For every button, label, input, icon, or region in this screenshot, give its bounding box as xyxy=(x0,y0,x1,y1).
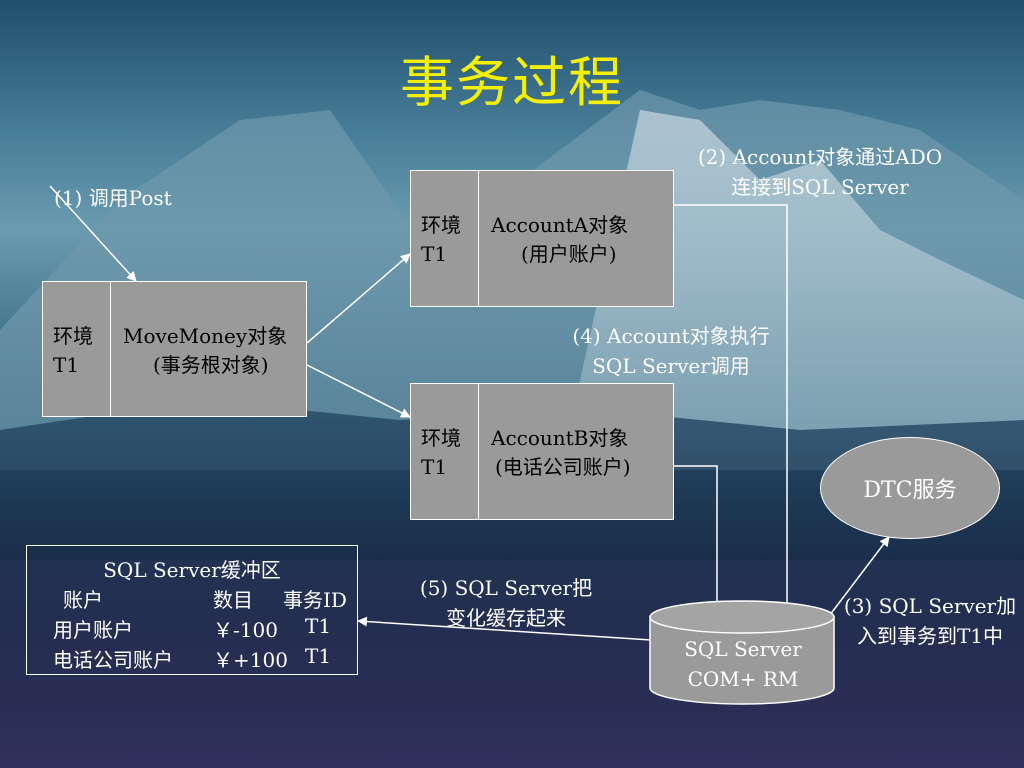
accountA-object-box: 环境 T1 AccountA对象 (用户账户) xyxy=(410,170,674,307)
buffer-row1-amount: ￥-100 xyxy=(213,618,278,642)
dtc-service-node: DTC服务 xyxy=(820,437,1000,539)
object-name: AccountB对象 xyxy=(491,426,629,450)
buffer-header-account: 账户 xyxy=(63,588,103,612)
sql-server-buffer: SQL Server缓冲区 账户 数目 事务ID 用户账户 ￥-100 T1 电… xyxy=(26,545,358,675)
buffer-row2-txid: T1 xyxy=(305,644,332,668)
object-role: (事务根对象) xyxy=(153,353,269,377)
context-id: T1 xyxy=(421,455,448,479)
dtc-label: DTC服务 xyxy=(863,478,957,503)
buffer-row2-account: 电话公司账户 xyxy=(53,648,173,672)
step4-label-line1: (4) Account对象执行 xyxy=(572,324,770,348)
buffer-row1-account: 用户账户 xyxy=(53,618,133,642)
step1-label: (1) 调用Post xyxy=(54,186,172,210)
sql-server-rm-label: SQL Server COM+ RM xyxy=(652,634,834,694)
context-label: 环境 xyxy=(421,213,461,237)
step5-label-line1: (5) SQL Server把 xyxy=(419,576,593,600)
buffer-header-txid: 事务ID xyxy=(283,588,347,612)
object-name: MoveMoney对象 xyxy=(123,324,288,348)
context-divider xyxy=(478,171,479,306)
buffer-row2-amount: ￥+100 xyxy=(213,648,288,672)
context-id: T1 xyxy=(421,242,448,266)
context-id: T1 xyxy=(53,353,80,377)
step3-label-line2: 入到事务到T1中 xyxy=(856,624,1004,648)
step3-label-line1: (3) SQL Server加 xyxy=(843,594,1017,618)
page-title: 事务过程 xyxy=(400,51,624,114)
step2-label-line1: (2) Account对象通过ADO xyxy=(697,145,943,169)
movemoney-object-box: 环境 T1 MoveMoney对象 (事务根对象) xyxy=(42,281,307,417)
db-line1: SQL Server xyxy=(684,637,802,661)
buffer-title: SQL Server缓冲区 xyxy=(103,558,281,582)
step5-label-line2: 变化缓存起来 xyxy=(446,606,566,630)
accountB-object-box: 环境 T1 AccountB对象 (电话公司账户) xyxy=(410,383,674,520)
context-label: 环境 xyxy=(421,426,461,450)
step2-label-line2: 连接到SQL Server xyxy=(731,175,909,199)
buffer-header-amount: 数目 xyxy=(213,588,253,612)
step4-label-line2: SQL Server调用 xyxy=(592,354,750,378)
object-role: (电话公司账户) xyxy=(495,455,631,479)
object-role: (用户账户) xyxy=(521,242,617,266)
context-divider xyxy=(478,384,479,519)
context-divider xyxy=(110,282,111,416)
context-label: 环境 xyxy=(53,324,93,348)
buffer-row1-txid: T1 xyxy=(305,614,332,638)
object-name: AccountA对象 xyxy=(491,213,629,237)
db-line2: COM+ RM xyxy=(687,667,799,691)
